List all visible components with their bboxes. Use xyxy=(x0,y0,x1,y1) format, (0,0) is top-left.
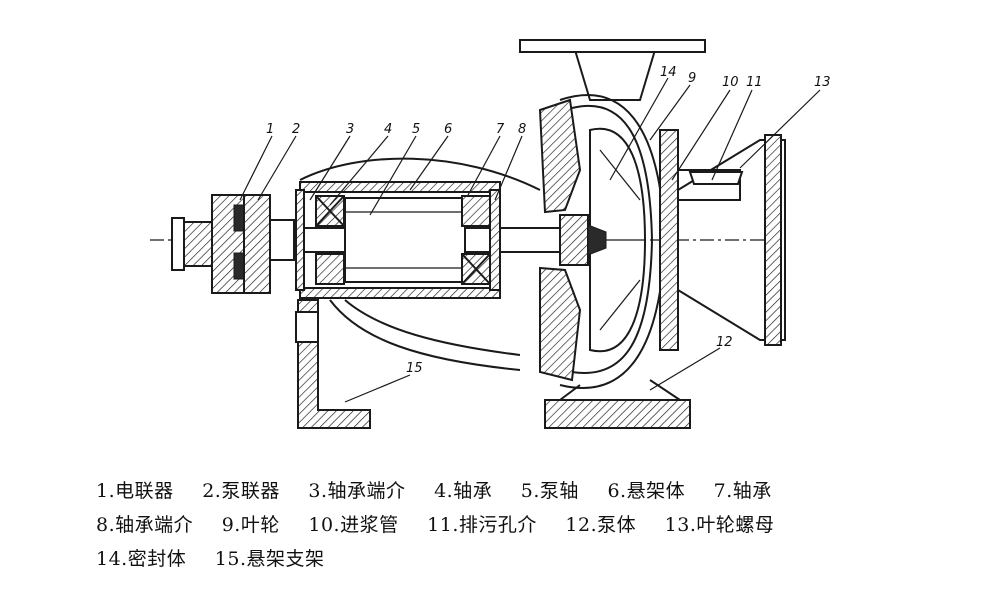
bearings xyxy=(315,195,491,285)
legend-item: 9.叶轮 xyxy=(221,514,280,536)
legend-row: 14.密封体 15.悬架支架 xyxy=(96,542,976,576)
pump-cross-section-diagram: 1 2 3 4 5 6 7 8 14 9 10 11 13 12 15 xyxy=(150,39,831,429)
callout-13: 13 xyxy=(814,75,831,90)
legend-item: 13.叶轮螺母 xyxy=(664,514,775,536)
legend-item: 3.轴承端介 xyxy=(308,480,406,502)
legend-item: 12.泵体 xyxy=(565,514,637,536)
legend-row: 8.轴承端介 9.叶轮 10.进浆管 11.排污孔介 12.泵体 13.叶轮螺母 xyxy=(96,508,976,542)
parts-legend: 1.电联器 2.泵联器 3.轴承端介 4.轴承 5.泵轴 6.悬架体 7.轴承 … xyxy=(96,474,976,576)
impeller xyxy=(559,127,647,353)
legend-item: 10.进浆管 xyxy=(308,514,399,536)
callout-4: 4 xyxy=(384,122,392,137)
pump-casing xyxy=(519,39,786,429)
legend-item: 4.轴承 xyxy=(434,480,493,502)
legend-item: 7.轴承 xyxy=(713,480,772,502)
legend-item: 14.密封体 xyxy=(96,548,187,570)
bearing-end-cover-right xyxy=(489,189,501,291)
callout-7: 7 xyxy=(496,122,505,137)
callout-12: 12 xyxy=(716,335,733,350)
pump-coupling xyxy=(243,194,295,294)
callout-6: 6 xyxy=(444,122,452,137)
callout-3: 3 xyxy=(346,122,354,137)
callout-15: 15 xyxy=(406,361,423,376)
legend-item: 11.排污孔介 xyxy=(427,514,537,536)
bearing-frame xyxy=(299,181,501,299)
legend-item: 8.轴承端介 xyxy=(96,514,194,536)
legend-item: 15.悬架支架 xyxy=(214,548,325,570)
callout-14: 14 xyxy=(660,65,677,80)
legend-item: 2.泵联器 xyxy=(202,480,280,502)
callout-leaders xyxy=(239,77,821,403)
frame-support xyxy=(295,157,541,429)
callout-8: 8 xyxy=(518,122,526,137)
legend-item: 6.悬架体 xyxy=(607,480,686,502)
callout-11: 11 xyxy=(746,75,763,90)
callout-5: 5 xyxy=(412,122,420,137)
callout-9: 9 xyxy=(688,71,696,86)
callout-10: 10 xyxy=(722,75,739,90)
motor-coupling xyxy=(171,194,245,294)
legend-item: 5.泵轴 xyxy=(520,480,579,502)
legend-item: 1.电联器 xyxy=(96,480,174,502)
bearing-end-cover-left xyxy=(295,189,305,291)
callout-2: 2 xyxy=(292,122,300,137)
callout-1: 1 xyxy=(266,122,274,137)
legend-row: 1.电联器 2.泵联器 3.轴承端介 4.轴承 5.泵轴 6.悬架体 7.轴承 xyxy=(96,474,976,508)
